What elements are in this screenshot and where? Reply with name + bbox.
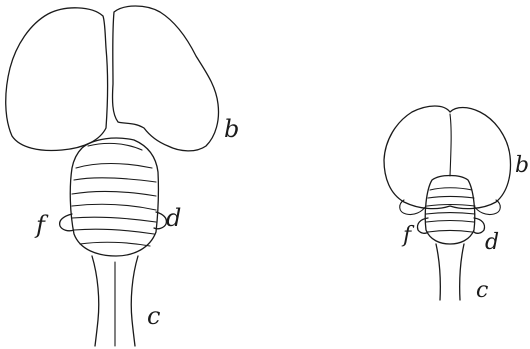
left-drawing-label-f: f (34, 211, 49, 239)
right-drawing-folium-6 (428, 231, 472, 233)
left-drawing-label-d: d (166, 204, 181, 232)
right-drawing-label-c: c (476, 278, 488, 303)
right-drawing-folium-5 (426, 221, 474, 223)
right-drawing-folium-1 (430, 188, 472, 190)
left-brain-drawing: b d f c (6, 6, 240, 346)
left-drawing-label-c: c (147, 302, 160, 330)
right-drawing-label-d: d (485, 230, 499, 255)
right-drawing-label-f: f (401, 223, 415, 248)
left-drawing-folium-4 (72, 192, 156, 196)
left-drawing-folium-7 (74, 229, 154, 234)
left-drawing-folium-1 (88, 143, 142, 150)
right-drawing-cerebellum-outline (425, 176, 475, 245)
right-drawing-cerebrum (384, 106, 510, 209)
left-drawing-medulla-left-edge (92, 256, 99, 346)
right-brain-drawing: b d f c (384, 106, 529, 303)
right-drawing-folium-4 (426, 213, 475, 215)
left-drawing-label-b: b (224, 115, 239, 143)
left-drawing-flocculus-right (154, 212, 166, 229)
left-drawing-left-hemisphere (6, 8, 108, 151)
right-drawing-hemisphere-fissure (450, 114, 451, 176)
left-drawing-cerebellum-outline (70, 138, 158, 256)
right-drawing-folium-2 (428, 197, 474, 199)
left-drawing-folium-6 (72, 217, 156, 222)
right-drawing-label-b: b (515, 153, 529, 178)
left-drawing-right-hemisphere (113, 6, 219, 151)
right-drawing-medulla-right-edge (460, 244, 464, 300)
left-drawing-folium-3 (74, 178, 156, 182)
left-drawing-folium-5 (72, 204, 156, 210)
left-drawing-folium-8 (80, 242, 150, 246)
right-drawing-medulla-left-edge (436, 244, 440, 300)
left-drawing-folium-2 (76, 164, 152, 169)
left-drawing-medulla-right-edge (131, 256, 138, 346)
right-drawing-flocculus-right (474, 218, 485, 233)
